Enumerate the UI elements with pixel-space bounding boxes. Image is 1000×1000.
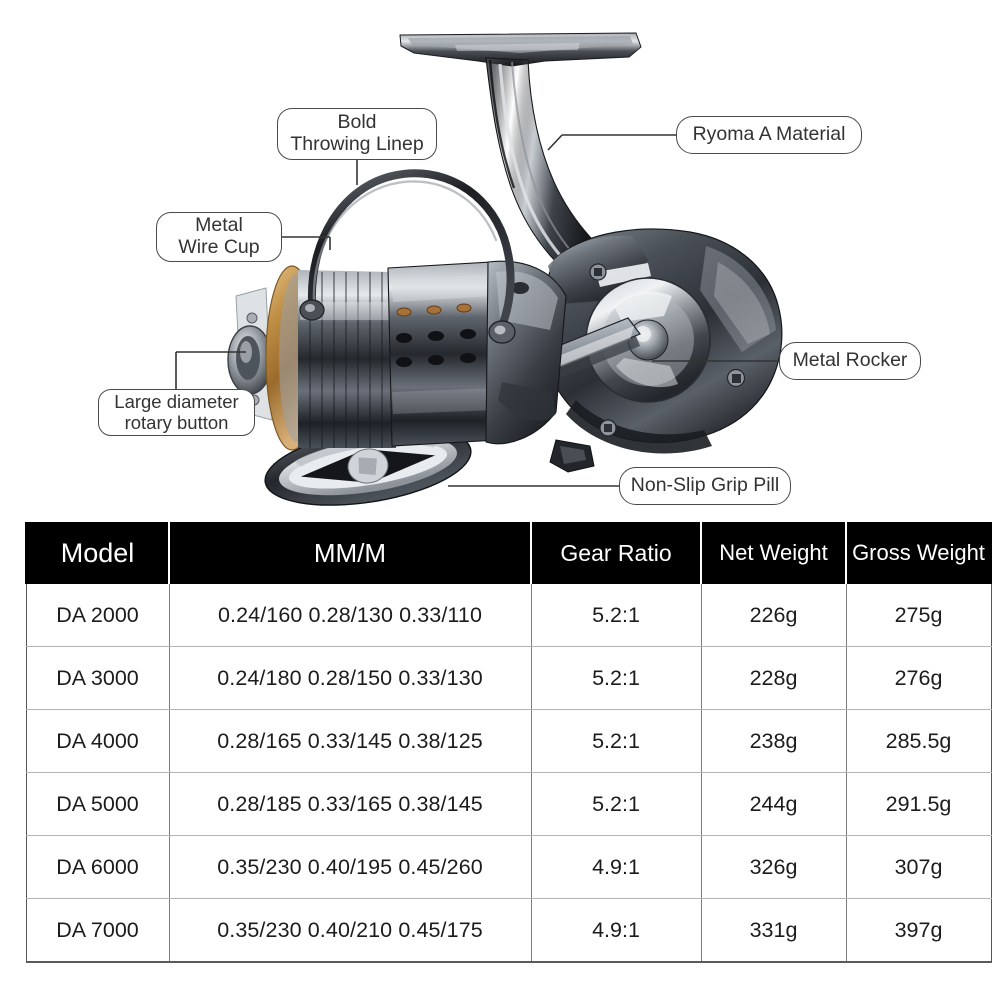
cell-model: DA 4000 — [25, 709, 170, 773]
cell-gross-weight: 397g — [846, 898, 992, 963]
cell-gross-weight: 276g — [846, 646, 992, 710]
spool-line-wraps — [309, 272, 383, 448]
cell-gear-ratio: 5.2:1 — [531, 584, 702, 647]
cell-gross-weight: 275g — [846, 584, 992, 647]
table-row: DA 5000 0.28/185 0.33/165 0.38/145 5.2:1… — [25, 772, 992, 836]
callout-label: Metal Wire Cup — [178, 214, 260, 258]
cell-model: DA 2000 — [25, 584, 170, 647]
cell-mmm: 0.28/185 0.33/165 0.38/145 — [169, 772, 532, 836]
spool-vent-holes — [396, 329, 476, 367]
table-row: DA 2000 0.24/160 0.28/130 0.33/110 5.2:1… — [25, 584, 992, 647]
bail-arm-group — [299, 169, 516, 344]
table-header-row: Model MM/M Gear Ratio Net Weight Gross W… — [25, 522, 992, 584]
table-row: DA 3000 0.24/180 0.28/150 0.33/130 5.2:1… — [25, 646, 992, 710]
callout-label: Metal Rocker — [792, 349, 908, 372]
cell-gear-ratio: 5.2:1 — [531, 646, 702, 710]
callout-non-slip-grip-pill: Non-Slip Grip Pill — [619, 467, 791, 505]
cell-model: DA 7000 — [25, 898, 170, 963]
cell-net-weight: 331g — [701, 898, 847, 963]
handle-knob-group — [264, 426, 472, 506]
cell-model: DA 5000 — [25, 772, 170, 836]
callout-large-diameter-rotary-button: Large diameter rotary button — [98, 389, 255, 436]
cell-mmm: 0.24/180 0.28/150 0.33/130 — [169, 646, 532, 710]
cell-mmm: 0.35/230 0.40/195 0.45/260 — [169, 835, 532, 899]
spool-rivets — [396, 303, 472, 317]
table-row: DA 7000 0.35/230 0.40/210 0.45/175 4.9:1… — [25, 898, 992, 963]
cell-gross-weight: 285.5g — [846, 709, 992, 773]
table-body: DA 2000 0.24/160 0.28/130 0.33/110 5.2:1… — [25, 584, 992, 963]
column-header-model: Model — [25, 522, 170, 584]
callout-label: Large diameter rotary button — [114, 390, 239, 433]
cell-net-weight: 244g — [701, 772, 847, 836]
column-header-gross-weight: Gross Weight — [845, 522, 992, 584]
cell-net-weight: 326g — [701, 835, 847, 899]
table-row: DA 6000 0.35/230 0.40/195 0.45/260 4.9:1… — [25, 835, 992, 899]
column-header-gear-ratio: Gear Ratio — [530, 522, 702, 584]
cell-model: DA 3000 — [25, 646, 170, 710]
cell-mmm: 0.28/165 0.33/145 0.38/125 — [169, 709, 532, 773]
column-header-net-weight: Net Weight — [700, 522, 847, 584]
callout-label: Bold Throwing Linep — [290, 111, 424, 155]
cell-model: DA 6000 — [25, 835, 170, 899]
cell-gear-ratio: 5.2:1 — [531, 709, 702, 773]
spool-group — [227, 260, 567, 451]
product-diagram: Bold Throwing Linep Metal Wire Cup Large… — [98, 32, 921, 506]
reel-foot-group — [399, 32, 642, 67]
specification-table: Model MM/M Gear Ratio Net Weight Gross W… — [25, 522, 992, 963]
table-header: Model MM/M Gear Ratio Net Weight Gross W… — [25, 522, 992, 584]
column-header-mmm: MM/M — [168, 522, 532, 584]
cell-gross-weight: 291.5g — [846, 772, 992, 836]
spec-table-container: Model MM/M Gear Ratio Net Weight Gross W… — [25, 522, 992, 963]
cell-gear-ratio: 4.9:1 — [531, 835, 702, 899]
body-screws — [589, 263, 746, 437]
fishing-reel-illustration — [175, 32, 783, 506]
cell-net-weight: 226g — [701, 584, 847, 647]
cell-net-weight: 238g — [701, 709, 847, 773]
cell-net-weight: 228g — [701, 646, 847, 710]
cell-gear-ratio: 4.9:1 — [531, 898, 702, 963]
cell-gross-weight: 307g — [846, 835, 992, 899]
callout-bold-throwing-linep: Bold Throwing Linep — [277, 108, 437, 160]
callout-ryoma-a-material: Ryoma A Material — [676, 116, 862, 154]
table-row: DA 4000 0.28/165 0.33/145 0.38/125 5.2:1… — [25, 709, 992, 773]
callout-metal-wire-cup: Metal Wire Cup — [156, 212, 282, 262]
callout-label: Ryoma A Material — [692, 123, 846, 146]
cell-mmm: 0.24/160 0.28/130 0.33/110 — [169, 584, 532, 647]
cell-gear-ratio: 5.2:1 — [531, 772, 702, 836]
cell-mmm: 0.35/230 0.40/210 0.45/175 — [169, 898, 532, 963]
callout-label: Non-Slip Grip Pill — [630, 474, 780, 497]
callout-metal-rocker: Metal Rocker — [779, 342, 921, 380]
